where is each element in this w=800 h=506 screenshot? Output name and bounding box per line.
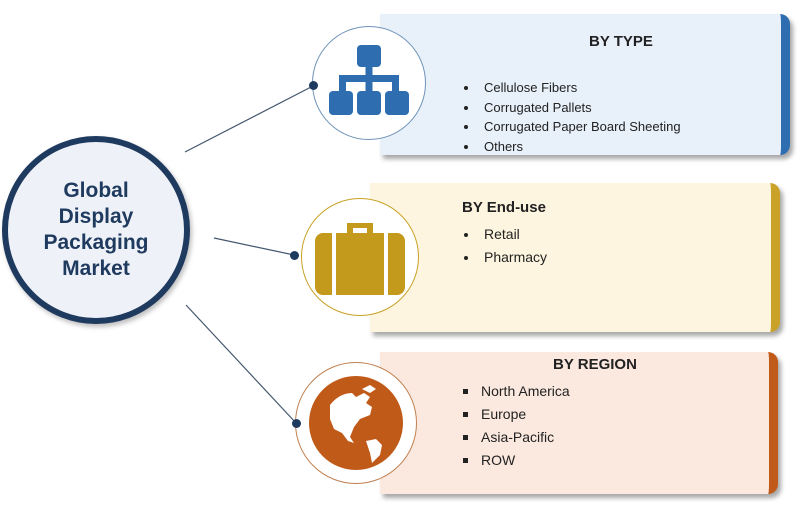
connector-dot	[292, 419, 301, 428]
list-item: Pharmacy	[462, 246, 547, 269]
connector-dot	[309, 81, 318, 90]
list-item: North America	[462, 380, 570, 403]
region-icon-circle	[295, 362, 417, 484]
segment-title: BY End-use	[462, 199, 546, 216]
enduse-list: Retail Pharmacy	[462, 223, 547, 269]
segment-type-panel	[380, 14, 790, 155]
list-item: Others	[462, 137, 681, 157]
region-list: North America Europe Asia-Pacific ROW	[462, 380, 570, 472]
enduse-icon-circle	[301, 198, 419, 316]
segment-title: BY REGION	[553, 356, 637, 373]
type-list: Cellulose Fibers Corrugated Pallets Corr…	[462, 78, 681, 157]
list-item: Retail	[462, 223, 547, 246]
list-item: ROW	[462, 449, 570, 472]
list-item: Corrugated Pallets	[462, 98, 681, 118]
segment-region-panel	[380, 352, 778, 494]
market-title-circle: Global Display Packaging Market	[2, 136, 190, 324]
list-item: Corrugated Paper Board Sheeting	[462, 117, 681, 137]
type-icon-circle	[312, 26, 426, 140]
list-item: Europe	[462, 403, 570, 426]
globe-icon	[309, 376, 403, 470]
segment-enduse-panel	[370, 183, 780, 332]
briefcase-icon	[315, 223, 405, 295]
market-title: Global Display Packaging Market	[43, 179, 149, 280]
connector-dot	[290, 251, 299, 260]
segment-title: BY TYPE	[589, 33, 653, 50]
hierarchy-icon	[329, 45, 409, 115]
list-item: Cellulose Fibers	[462, 78, 681, 98]
list-item: Asia-Pacific	[462, 426, 570, 449]
